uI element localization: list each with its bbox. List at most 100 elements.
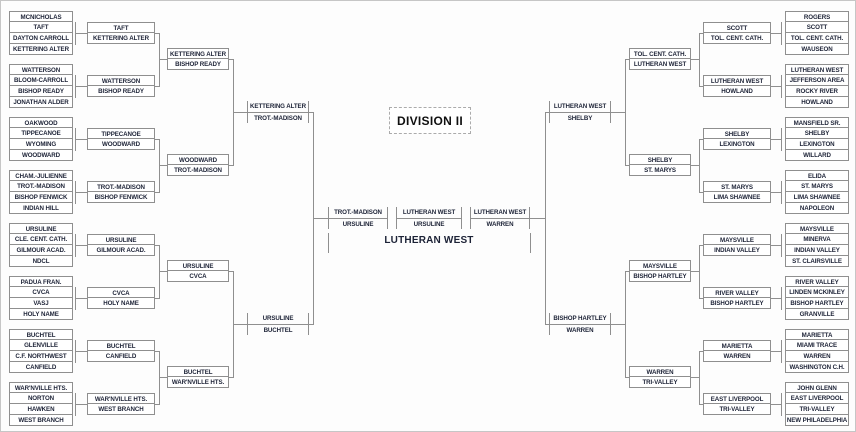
connector-line [781,393,782,416]
team-name: CVCA [167,271,229,282]
team-name: LUTHERAN WEST [473,209,527,216]
team-name: OAKWOOD [9,117,73,128]
connector-line [699,404,703,405]
connector-line [625,59,626,166]
team-name: TRI-VALLEY [703,404,771,415]
team-name: RIVER VALLEY [703,287,771,298]
team-name: BISHOP HARTLEY [703,298,771,309]
team-name: WARREN [785,351,849,362]
connector-line [229,165,233,166]
team-name: HOLY NAME [87,298,155,309]
team-name: WILLARD [785,150,849,161]
team-name: TIPPECANOE [9,128,73,139]
team-name: HOWLAND [785,97,849,108]
team-name: TOL. CENT. CATH. [629,48,691,59]
team-name: GILMOUR ACAD. [87,245,155,256]
team-name: WASHINGTON C.H. [785,362,849,373]
team-name: WARREN [550,324,610,335]
connector-line [699,192,703,193]
team-name: LEXINGTON [785,139,849,150]
team-name: URSULINE [329,218,387,229]
connector-line [611,112,625,113]
team-name: SCOTT [703,22,771,33]
team-name: CANFIELD [9,362,73,373]
team-name: RIVER VALLEY [785,276,849,287]
champion-name: LUTHERAN WEST [384,235,474,246]
team-name: BUCHTEL [9,329,73,340]
connector-line [699,245,700,299]
team-name: TAFT [87,22,155,33]
connector-line [545,112,546,325]
connector-line [229,377,233,378]
team-name: MAYSVILLE [629,260,691,271]
team-name: HAWKEN [9,404,73,415]
connector-line [781,128,782,151]
team-name: BISHOP HARTLEY [629,271,691,282]
connector-line [530,218,545,219]
connector-line [159,377,167,378]
team-name: CVCA [87,287,155,298]
team-name: WOODWARD [87,139,155,150]
team-name: WEST BRANCH [87,404,155,415]
team-name: WATTERSON [87,75,155,86]
team-name: INDIAN HILL [9,203,73,214]
team-name: SHELBY [703,128,771,139]
connector-line [155,404,159,405]
connector-line [771,298,781,299]
connector-line [699,33,700,87]
team-name: TAFT [9,22,73,33]
connector-line [155,139,159,140]
connector-line [699,351,703,352]
team-name: PADUA FRAN. [9,276,73,287]
team-name: MARIETTA [703,340,771,351]
connector-line [309,112,313,113]
team-name: MANSFIELD SR. [785,117,849,128]
team-name: ST. CLAIRSVILLE [785,256,849,267]
team-name: ROGERS [785,11,849,22]
connector-line [781,181,782,204]
team-name: GRANVILLE [785,309,849,320]
team-name: LUTHERAN WEST [553,103,607,110]
team-name: JONATHAN ALDER [9,97,73,108]
team-name: NAPOLEON [785,203,849,214]
team-name: WAUSEON [785,44,849,55]
division-title: DIVISION II [389,107,471,134]
quarterfinal-pair: TOL. CENT. CATH.LUTHERAN WEST [629,48,691,70]
team-name: KETTERING ALTER [250,103,306,110]
connector-line [699,33,703,34]
team-name: WOODWARD [9,150,73,161]
team-name: BISHOP HARTLEY [785,298,849,309]
team-name: NDCL [9,256,73,267]
team-name: HOLY NAME [9,309,73,320]
team-name: SHELBY [785,128,849,139]
connector-line [699,139,703,140]
team-name: MIAMI TRACE [785,340,849,351]
round2-pair: WAR'NVILLE HTS.WEST BRANCH [87,393,155,415]
team-name: JEFFERSON AREA [785,75,849,86]
team-name: KETTERING ALTER [87,33,155,44]
team-name: SCOTT [785,22,849,33]
team-name: ROCKY RIVER [785,86,849,97]
team-name: WYOMING [9,139,73,150]
team-name: DAYTON CARROLL [9,33,73,44]
connector-line [313,218,328,219]
team-name: VASJ [9,298,73,309]
connector-line [625,271,626,378]
connector-line [699,139,700,193]
connector-line [625,271,629,272]
connector-line [771,33,781,34]
connector-line [75,86,87,87]
connector-line [233,112,247,113]
